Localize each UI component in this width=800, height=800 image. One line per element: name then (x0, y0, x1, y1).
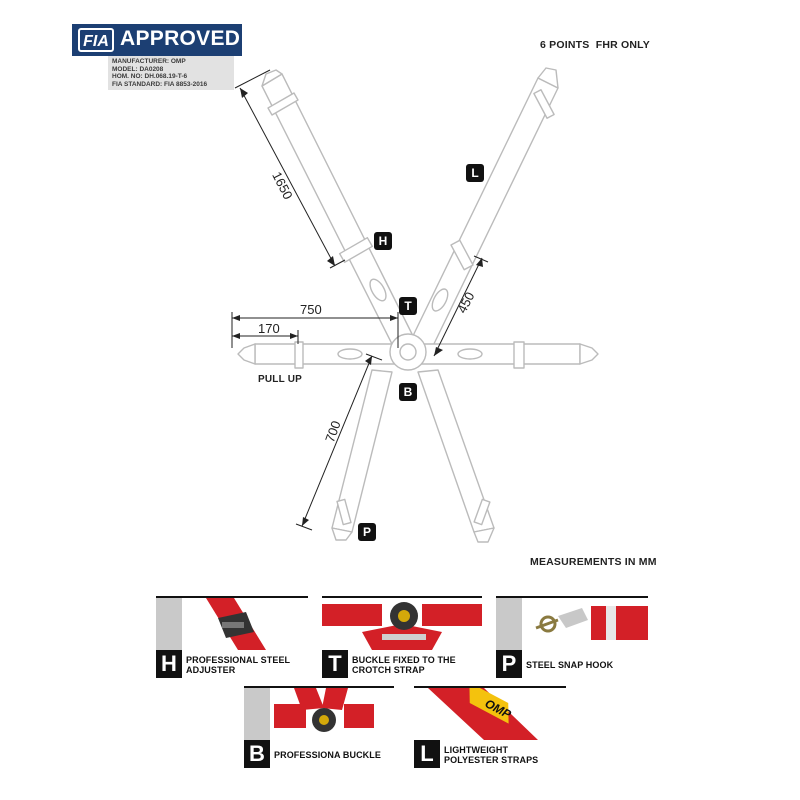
dim-700-tick-b (295, 523, 313, 531)
lap-left-adjuster (294, 341, 304, 369)
measurements-note: MEASUREMENTS IN MM (530, 556, 657, 568)
dim-700-line (301, 355, 373, 527)
card-p-text: STEEL SNAP HOOK (526, 660, 614, 670)
badge-p: P (358, 523, 376, 541)
l-strap-loop (431, 288, 449, 312)
feature-card-b: B PROFESSIONA BUCKLE (244, 686, 394, 768)
snap-hook-photo (535, 606, 648, 640)
l-end-hook (537, 67, 559, 89)
card-l-letter: L (414, 740, 440, 768)
h-strap-loop (369, 278, 387, 302)
lap-left-end (237, 343, 256, 365)
dim-450-tick-a (473, 255, 489, 263)
dim-1650-line (239, 87, 336, 267)
fia-manufacturer: MANUFACTURER: OMP (112, 58, 186, 65)
dim-1650-tick-b (329, 259, 346, 269)
dim-450-line (433, 257, 483, 357)
dim-700-tick-a (365, 353, 383, 361)
lap-right-end (579, 343, 599, 365)
fhr-text: FHR ONLY (595, 39, 651, 51)
adjuster-photo (206, 598, 266, 650)
fia-approved-badge: FIA APPROVED MANUFACTURER: OMP MODEL: DA… (72, 24, 242, 90)
card-b-letter: B (244, 740, 270, 768)
crotch-left-hook (331, 527, 353, 541)
card-p-letter: P (496, 650, 522, 678)
fia-badge-header: FIA APPROVED (72, 24, 242, 56)
lap-right-loop (457, 348, 483, 360)
card-t-letter: T (322, 650, 348, 678)
pull-up-label: PULL UP (258, 374, 302, 385)
dim-170-label: 170 (258, 321, 280, 336)
points-text: 6 POINTS (540, 39, 590, 51)
shoulder-strap-h (261, 73, 416, 351)
lap-strap-right (419, 343, 581, 365)
badge-l: L (466, 164, 484, 182)
lap-right-adjuster (513, 341, 525, 369)
lap-strap-left (254, 343, 396, 365)
dim-750-label: 750 (300, 302, 322, 317)
card-b-text: PROFESSIONA BUCKLE (274, 750, 381, 760)
fia-info-box: MANUFACTURER: OMP MODEL: DA0208 HOM. NO:… (108, 56, 234, 90)
crotch-buckle-photo (322, 598, 482, 650)
lap-left-loop (337, 348, 363, 360)
h-end-hook (261, 69, 283, 87)
crotch-right-hook (473, 527, 495, 543)
h-strap-end-adjuster (267, 92, 299, 116)
dimension-arrowheads (232, 88, 483, 526)
harness-diagram (231, 67, 599, 543)
shoulder-strap-l (409, 77, 559, 353)
dim-1650-tick-a (234, 69, 271, 89)
l-strap-end-adjuster (533, 89, 555, 119)
crotch-left-adjuster (336, 498, 352, 526)
feature-card-p: P STEEL SNAP HOOK (496, 596, 648, 678)
badge-h: H (374, 232, 392, 250)
fia-standard: FIA STANDARD: FIA 8853-2016 (112, 80, 208, 88)
badge-b: B (399, 383, 417, 401)
polyester-strap-photo: OMP (428, 688, 538, 740)
card-h-letter: H (156, 650, 182, 678)
fia-model: MODEL: DA0208 (112, 65, 164, 73)
fia-approved-text: APPROVED (120, 27, 241, 50)
buckle-photo (274, 688, 374, 732)
crotch-right-adjuster (473, 498, 491, 526)
l-strap-adjuster (450, 239, 474, 271)
points-header: 6 POINTS FHR ONLY (540, 39, 650, 51)
fia-hom-no: HOM. NO: DH.068.19-T-6 (112, 73, 188, 80)
badge-t: T (399, 297, 417, 315)
central-buckle-core (399, 343, 417, 361)
h-strap-adjuster (338, 236, 374, 264)
fia-logo: FIA (78, 28, 114, 52)
